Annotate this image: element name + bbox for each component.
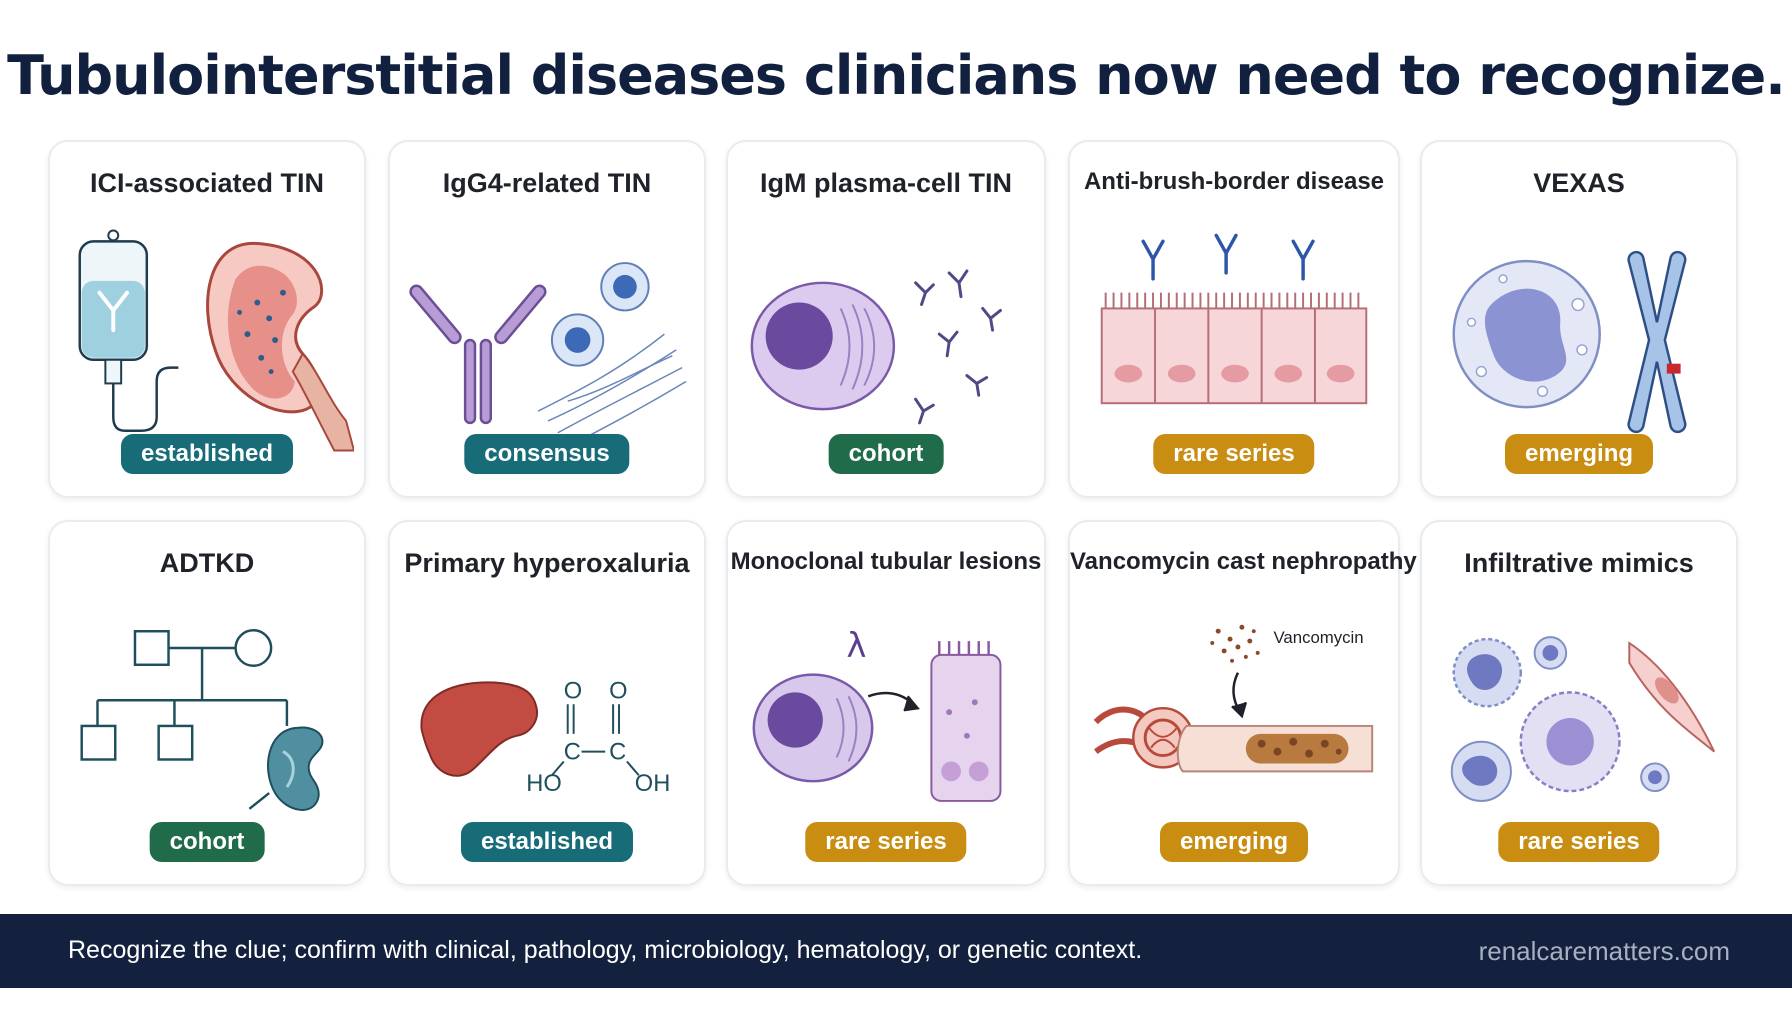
card-title: Primary hyperoxaluria: [404, 548, 690, 578]
oxalate-c-left: C: [564, 739, 581, 765]
x-chromosome-icon: [1627, 250, 1687, 434]
card-vexas[interactable]: VEXAS emerging: [1420, 140, 1738, 498]
igg4-antibody-icon: [409, 284, 547, 425]
oxalate-c-right: C: [609, 739, 626, 765]
infiltrating-cells-illustration: [1432, 602, 1726, 842]
brush-border-epithelium-illustration: [1080, 222, 1388, 462]
footer-website[interactable]: renalcarematters.com: [1478, 936, 1730, 966]
footer-note: Recognize the clue; confirm with clinica…: [68, 936, 1143, 964]
oxalate-o-left: O: [564, 678, 582, 704]
vancomycin-particles-icon: [1210, 624, 1260, 663]
oxalate-o-right: O: [609, 678, 627, 704]
evidence-badge: rare series: [805, 822, 967, 862]
footer-bar: Recognize the clue; confirm with clinica…: [0, 914, 1792, 988]
plasma-cell-icon: [750, 281, 896, 411]
card-igm-plasma-cell-tin[interactable]: IgM plasma-cell TIN cohort: [726, 140, 1046, 498]
card-ici-associated-tin[interactable]: ICI-associated TIN: [48, 140, 366, 498]
plasma-cell-light-chain-illustration: λ: [738, 602, 1034, 842]
oxalate-ho: HO: [526, 771, 561, 797]
card-title: Monoclonal tubular lesions: [730, 548, 1042, 575]
card-title: Vancomycin cast nephropathy: [1070, 548, 1417, 575]
evidence-badge: emerging: [1504, 434, 1654, 474]
evidence-badge: consensus: [464, 434, 630, 474]
atypical-cells-icon: [1450, 636, 1670, 802]
iv-bag-icon: [78, 229, 179, 433]
oxalic-acid-structure: [551, 704, 640, 776]
tubular-cells-icon: [1100, 292, 1368, 405]
arrow-icon: [1231, 672, 1248, 719]
igm-plasma-cell-illustration: [738, 222, 1034, 462]
liver-oxalate-illustration: O O C C HO OH: [400, 602, 694, 842]
page-title: Tubulointerstitial diseases clinicians n…: [7, 44, 1786, 107]
evidence-badge: cohort: [149, 822, 265, 862]
card-igg4-related-tin[interactable]: IgG4-related TIN consen: [388, 140, 706, 498]
antibody-icons: [914, 269, 1002, 425]
evidence-badge: cohort: [828, 434, 944, 474]
kidney-icon: [248, 726, 324, 811]
card-title: IgG4-related TIN: [442, 168, 652, 198]
pedigree-kidney-illustration: [60, 602, 354, 842]
card-title: ICI-associated TIN: [89, 168, 325, 198]
tubule-with-cast-icon: [1176, 724, 1374, 773]
tubular-cell-icon: [930, 641, 1002, 802]
card-title: ADTKD: [159, 548, 255, 578]
plasma-cell-icon: [752, 673, 874, 783]
oxalate-oh: OH: [635, 771, 670, 797]
liver-icon: [420, 681, 538, 777]
card-primary-hyperoxaluria[interactable]: Primary hyperoxaluria O O C C HO OH esta…: [388, 520, 706, 886]
spindle-cell-icon: [1628, 641, 1716, 753]
arrow-icon: [867, 691, 920, 712]
evidence-badge: established: [120, 434, 294, 474]
card-monoclonal-tubular-lesions[interactable]: Monoclonal tubular lesions λ: [726, 520, 1046, 886]
evidence-badge: established: [460, 822, 634, 862]
card-infiltrative-mimics[interactable]: Infiltrative mimics rare series: [1420, 520, 1738, 886]
card-title: IgM plasma-cell TIN: [759, 168, 1013, 198]
antibody-icons: [1141, 233, 1315, 281]
card-adtkd[interactable]: ADTKD cohort: [48, 520, 366, 886]
evidence-badge: emerging: [1159, 822, 1309, 862]
iv-bag-kidney-illustration: [60, 222, 354, 462]
card-anti-brush-border-disease[interactable]: Anti-brush-border disease ra: [1068, 140, 1400, 498]
plasma-cell-icon: [550, 262, 650, 367]
vancomycin-label: Vancomycin: [1273, 628, 1363, 647]
glomerulus-tubular-cast-illustration: Vancomycin: [1080, 602, 1388, 842]
vacuolated-myeloid-cell-icon: [1452, 259, 1601, 409]
antibody-plasma-cell-illustration: [400, 222, 694, 462]
vacuolated-cell-chromosome-illustration: [1432, 222, 1726, 462]
evidence-badge: rare series: [1498, 822, 1660, 862]
pedigree-chart-icon: [80, 629, 289, 761]
evidence-badge: rare series: [1153, 434, 1315, 474]
card-title: Anti-brush-border disease: [1083, 168, 1385, 195]
card-title: Infiltrative mimics: [1464, 548, 1694, 578]
card-vancomycin-cast-nephropathy[interactable]: Vancomycin cast nephropathy Vancomycin: [1068, 520, 1417, 886]
lambda-label: λ: [847, 626, 867, 665]
kidney-icon: [206, 241, 354, 452]
card-title: VEXAS: [1533, 168, 1625, 198]
